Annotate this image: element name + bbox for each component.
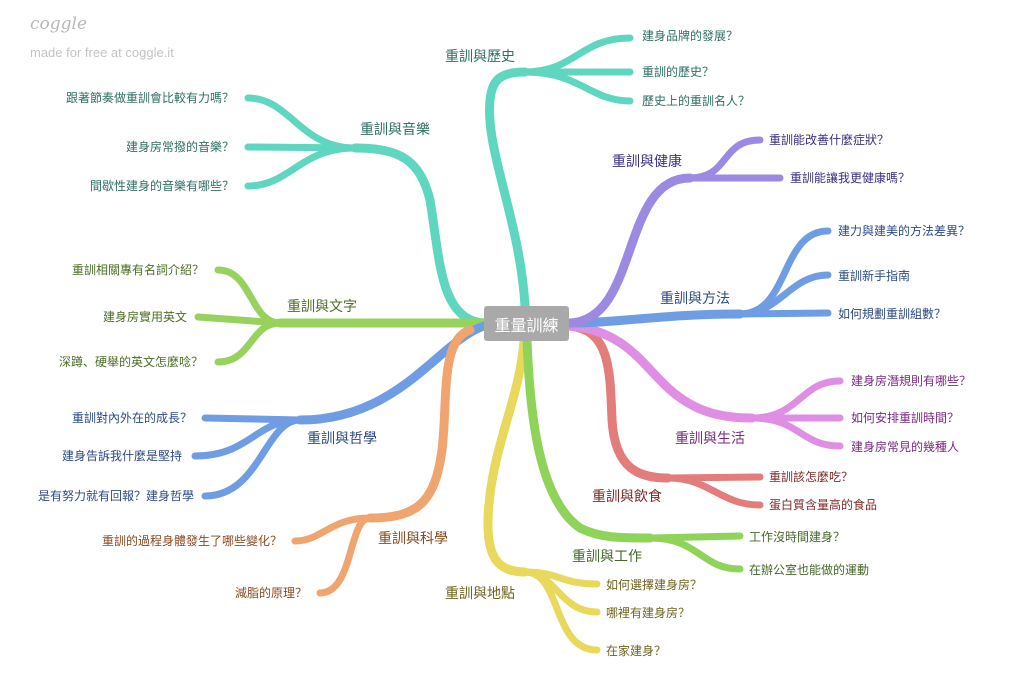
connector	[483, 335, 530, 577]
branch-label[interactable]: 重訓與哲學	[307, 431, 377, 447]
coggle-logo: coggle	[30, 14, 88, 34]
branch-label[interactable]: 重訓與文字	[287, 299, 357, 315]
leaf-node[interactable]: 如何選擇建身房？	[606, 577, 702, 592]
leaf-node[interactable]: 建身告訴我什麼是堅持	[62, 448, 182, 463]
leaf-node[interactable]: 建身房實用英文	[103, 309, 187, 324]
branch-work[interactable]: 重訓與工作 工作沒時間建身？ 在辦公室也能做的運動	[522, 335, 869, 577]
branch-history[interactable]: 重訓與歷史 建身品牌的發展？ 重訓的歷史？ 歷史上的重訓名人？	[445, 28, 750, 311]
connector	[736, 309, 832, 318]
connector	[214, 319, 284, 366]
branch-text[interactable]: 重訓與文字 重訓相關專有名詞介紹？ 建身房實用英文 深蹲、硬舉的英文怎麼唸？	[59, 262, 489, 369]
leaf-node[interactable]: 重訓新手指南	[838, 268, 910, 283]
connector	[316, 514, 374, 597]
branch-label[interactable]: 重訓與工作	[572, 549, 642, 565]
connector	[485, 67, 530, 311]
leaf-node[interactable]: 重訓相關專有名詞介紹？	[72, 262, 204, 277]
branch-label[interactable]: 重訓與音樂	[360, 121, 430, 138]
leaf-node[interactable]: 重訓能讓我更健康嗎？	[790, 170, 910, 185]
connector	[521, 68, 634, 105]
central-node[interactable]: 重量訓練	[484, 306, 569, 341]
connector	[244, 94, 359, 152]
connector	[201, 416, 304, 500]
leaf-node[interactable]: 重訓該怎麼吃？	[769, 469, 853, 484]
leaf-node[interactable]: 歷史上的重訓名人？	[642, 93, 750, 108]
branch-location[interactable]: 重訓與地點 如何選擇建身房？ 哪裡有建身房？ 在家建身？	[445, 335, 702, 658]
connector	[748, 414, 844, 450]
leaf-node[interactable]: 哪裡有建身房？	[606, 605, 690, 620]
connector	[365, 325, 475, 523]
branch-health[interactable]: 重訓與健康 重訓能改善什麼症狀？ 重訓能讓我更健康嗎？	[565, 132, 910, 328]
leaf-node[interactable]: 重訓對內外在的成長？	[72, 410, 192, 425]
connector	[664, 474, 764, 509]
connector	[646, 534, 744, 573]
leaf-node[interactable]: 間歇性建身的音樂有哪些？	[90, 178, 234, 193]
connector	[565, 321, 757, 423]
branch-label[interactable]: 重訓與科學	[378, 531, 448, 547]
connector	[521, 34, 634, 76]
leaf-node[interactable]: 重訓的過程身體發生了哪些變化？	[102, 533, 282, 548]
branch-life[interactable]: 重訓與生活 建身房潛規則有哪些？ 如何安排重訓時間？ 建身房常見的幾種人	[565, 321, 971, 454]
connector	[522, 335, 655, 543]
branch-label[interactable]: 重訓與飲食	[592, 488, 662, 505]
connector	[350, 143, 489, 328]
leaf-node[interactable]: 如何安排重訓時間？	[851, 410, 959, 425]
leaf-node[interactable]: 建身房常撥的音樂？	[126, 139, 234, 154]
branch-label[interactable]: 重訓與地點	[445, 586, 515, 602]
leaf-node[interactable]: 重訓的歷史？	[642, 64, 714, 79]
branch-science[interactable]: 重訓與科學 重訓的過程身體發生了哪些變化？ 減脂的原理？	[102, 325, 475, 600]
branch-music[interactable]: 重訓與音樂 跟著節奏做重訓會比較有力嗎？ 建身房常撥的音樂？ 間歇性建身的音樂有…	[66, 90, 489, 328]
leaf-node[interactable]: 建力與建美的方法差異？	[838, 223, 970, 238]
leaf-node[interactable]: 建身房潛規則有哪些？	[851, 373, 971, 388]
leaf-node[interactable]: 工作沒時間建身？	[749, 529, 845, 544]
leaf-node[interactable]: 如何規劃重訓組數？	[838, 306, 946, 321]
connector	[736, 227, 832, 318]
connector	[194, 313, 284, 327]
leaf-node[interactable]: 是有努力就有回報？建身哲學	[38, 488, 194, 503]
branch-diet[interactable]: 重訓與飲食 重訓該怎麼吃？ 蛋白質含量高的食品	[565, 321, 877, 512]
branch-philosophy[interactable]: 重訓與哲學 重訓對內外在的成長？ 建身告訴我什麼是堅持 是有努力就有回報？建身哲…	[38, 321, 489, 503]
leaf-node[interactable]: 跟著節奏做重訓會比較有力嗎？	[66, 90, 234, 105]
leaf-node[interactable]: 蛋白質含量高的食品	[769, 497, 877, 512]
connector	[521, 568, 601, 654]
leaf-node[interactable]: 在辦公室也能做的運動	[749, 562, 869, 577]
branch-label[interactable]: 重訓與生活	[675, 431, 745, 447]
branch-label[interactable]: 重訓與健康	[612, 153, 682, 170]
leaf-node[interactable]: 建身房常見的幾種人	[851, 439, 959, 454]
connector	[565, 173, 695, 328]
coggle-tagline[interactable]: made for free at coggle.it	[30, 45, 174, 60]
connector	[748, 377, 844, 422]
leaf-node[interactable]: 重訓能改善什麼症狀？	[769, 132, 889, 147]
leaf-node[interactable]: 深蹲、硬舉的英文怎麼唸？	[59, 354, 203, 369]
leaf-node[interactable]: 建身品牌的發展？	[642, 28, 738, 43]
branch-label[interactable]: 重訓與方法	[660, 291, 730, 307]
connector	[565, 321, 673, 483]
connector	[686, 136, 764, 182]
branch-label[interactable]: 重訓與歷史	[445, 49, 515, 65]
connector	[244, 144, 359, 190]
branch-method[interactable]: 重訓與方法 建力與建美的方法差異？ 重訓新手指南 如何規劃重訓組數？	[565, 223, 970, 328]
leaf-node[interactable]: 減脂的原理？	[235, 585, 307, 600]
leaf-node[interactable]: 在家建身？	[606, 643, 666, 658]
connector	[291, 514, 374, 545]
connector	[214, 266, 284, 327]
